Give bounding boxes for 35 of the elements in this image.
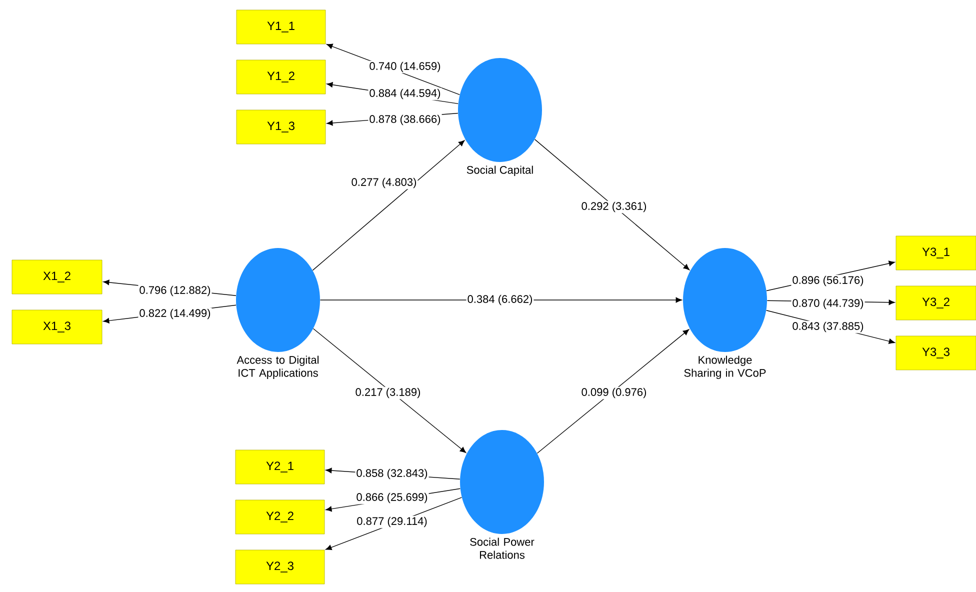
node-label: Social Power Relations	[470, 538, 534, 559]
indicator-box: Y2_1	[235, 450, 325, 484]
indicator-box: X1_3	[12, 310, 102, 344]
edge-label: 0.843 (37.885)	[791, 320, 865, 334]
node-label: Knowledge Sharing in VCoP	[684, 356, 766, 379]
arrow	[312, 140, 465, 271]
indicator-box: Y3_1	[896, 236, 976, 270]
node-label: Access to Digital ICT Applications	[236, 356, 319, 379]
edge-label: 0.870 (44.739)	[791, 298, 865, 310]
arrow	[312, 328, 466, 453]
indicator-box: Y1_3	[236, 110, 326, 144]
arrow	[534, 139, 690, 270]
edge-label: 0.384 (6.662)	[466, 294, 534, 306]
edge-label: 0.866 (25.699)	[355, 492, 429, 504]
indicator-box: Y3_2	[896, 286, 976, 320]
edge-label: 0.796 (12.882)	[138, 284, 212, 298]
node-label: Social Capital	[466, 166, 533, 176]
edge-label: 0.740 (14.659)	[368, 60, 442, 74]
indicator-box: Y1_1	[236, 10, 326, 44]
indicator-box: Y3_3	[896, 336, 976, 370]
indicator-box: Y1_2	[236, 60, 326, 94]
edge-label: 0.217 (3.189)	[354, 386, 422, 400]
edge-label: 0.877 (29.114)	[356, 516, 428, 528]
indicator-box: X1_2	[12, 260, 102, 294]
indicator-box: Y2_3	[235, 550, 325, 584]
edge-label: 0.099 (0.976)	[580, 386, 648, 400]
indicator-box: Y2_2	[235, 500, 325, 534]
edge-label: 0.292 (3.361)	[580, 200, 648, 214]
edge-label: 0.822 (14.499)	[138, 308, 212, 320]
arrow	[536, 329, 690, 454]
edge-label: 0.878 (38.666)	[368, 114, 442, 126]
edge-label: 0.858 (32.843)	[355, 468, 429, 480]
edge-label: 0.277 (4.803)	[350, 176, 418, 190]
edge-label: 0.884 (44.594)	[368, 88, 442, 100]
edge-label: 0.896 (56.176)	[791, 274, 865, 288]
